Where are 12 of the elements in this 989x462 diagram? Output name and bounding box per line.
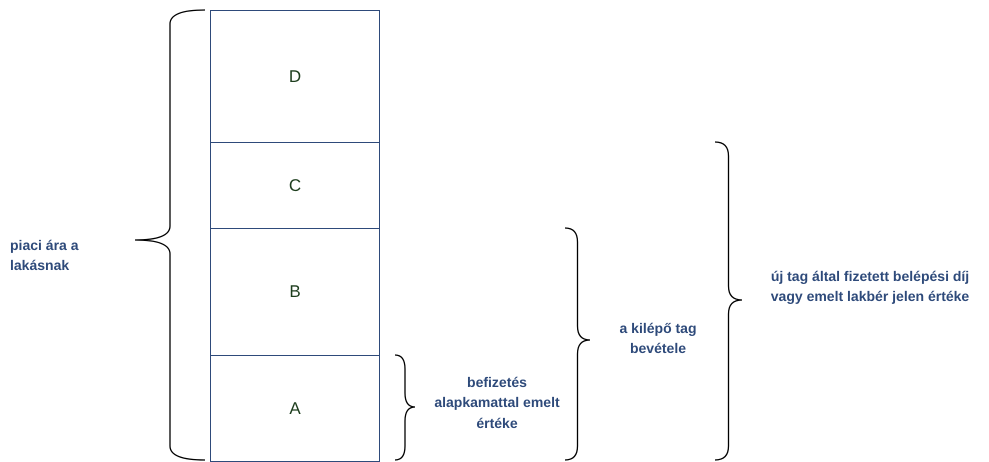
brace-label: befizetés alapkamattal emelt értéke: [433, 373, 561, 433]
segment-label: A: [289, 398, 301, 418]
stack-segment: [210, 228, 380, 356]
stack-segment: [210, 355, 380, 462]
segment-label: B: [289, 282, 301, 302]
brace-label: piaci ára a lakásnak: [10, 236, 80, 276]
segment-label: D: [288, 66, 302, 86]
brace-label: a kilépő tag bevétele: [618, 319, 698, 358]
segment-label: C: [288, 176, 302, 196]
stack-segment: [210, 142, 380, 229]
brace-label: új tag által fizetett belépési díj vagy emelt lakbér jelen értéke: [770, 267, 970, 306]
stack-segment: [210, 10, 380, 143]
